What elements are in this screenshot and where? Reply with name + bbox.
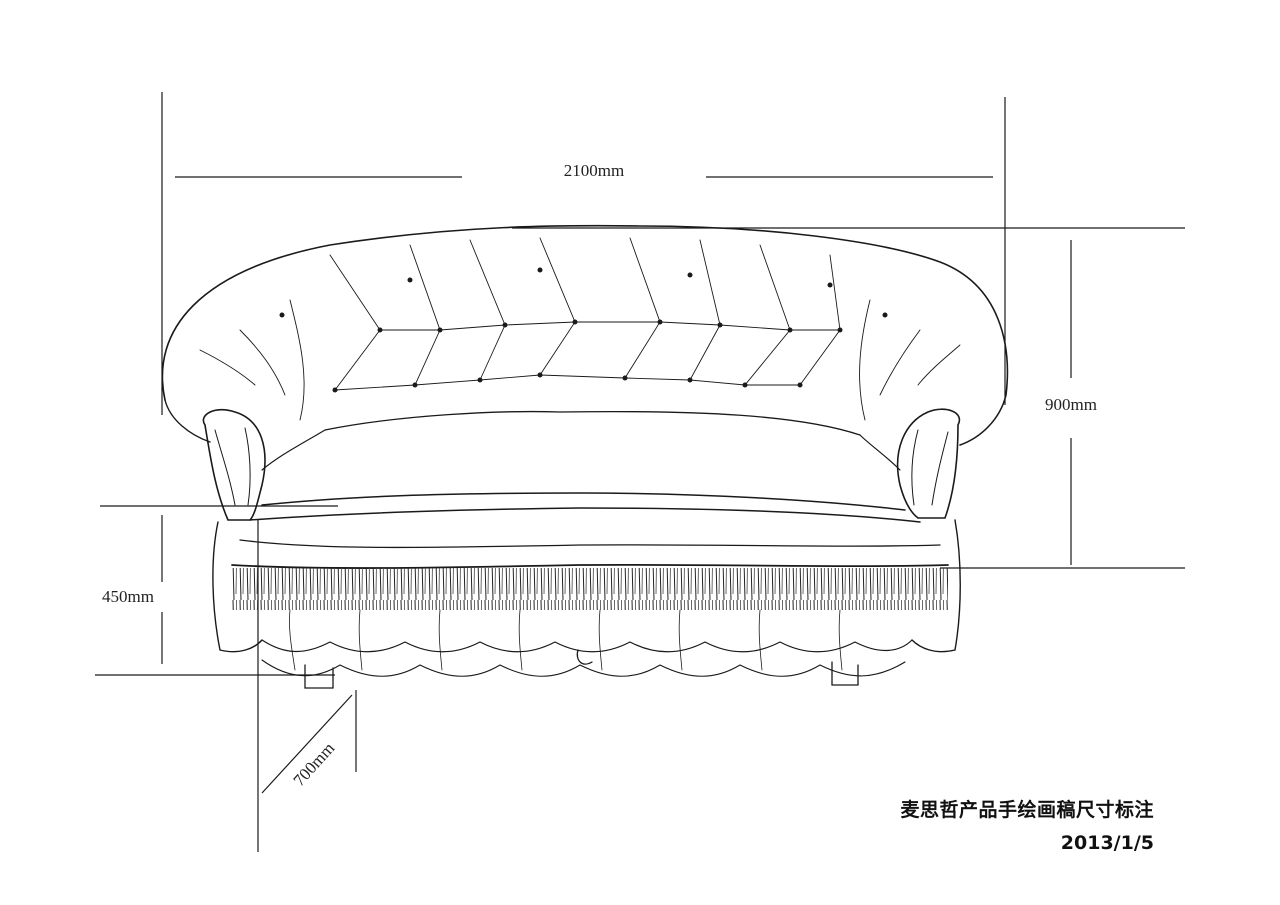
depth-label: 700mm: [289, 739, 338, 790]
width-label: 2100mm: [564, 161, 624, 180]
right-arm: [896, 408, 961, 519]
sofa-illustration: [161, 224, 1009, 689]
sofa-back-outline: [161, 224, 1009, 446]
dimension-lines: [95, 92, 1185, 852]
leg-right: [831, 661, 859, 686]
leg-center: [576, 649, 593, 665]
drawing-caption-title: 麦思哲产品手绘画稿尺寸标注: [900, 799, 1154, 821]
skirt-ruffles: [261, 639, 913, 653]
fringe-band: [232, 568, 948, 610]
drawing-caption-date: 2013/1/5: [1060, 832, 1154, 854]
skirt-outline: [212, 521, 263, 653]
tufting-buttons: [279, 267, 888, 393]
height-label: 900mm: [1045, 395, 1097, 414]
tufting-pattern: [199, 237, 961, 421]
leg-left: [304, 664, 334, 689]
left-arm: [202, 408, 266, 521]
seat-height-label: 450mm: [102, 587, 154, 606]
seat-cushion: [261, 492, 906, 511]
